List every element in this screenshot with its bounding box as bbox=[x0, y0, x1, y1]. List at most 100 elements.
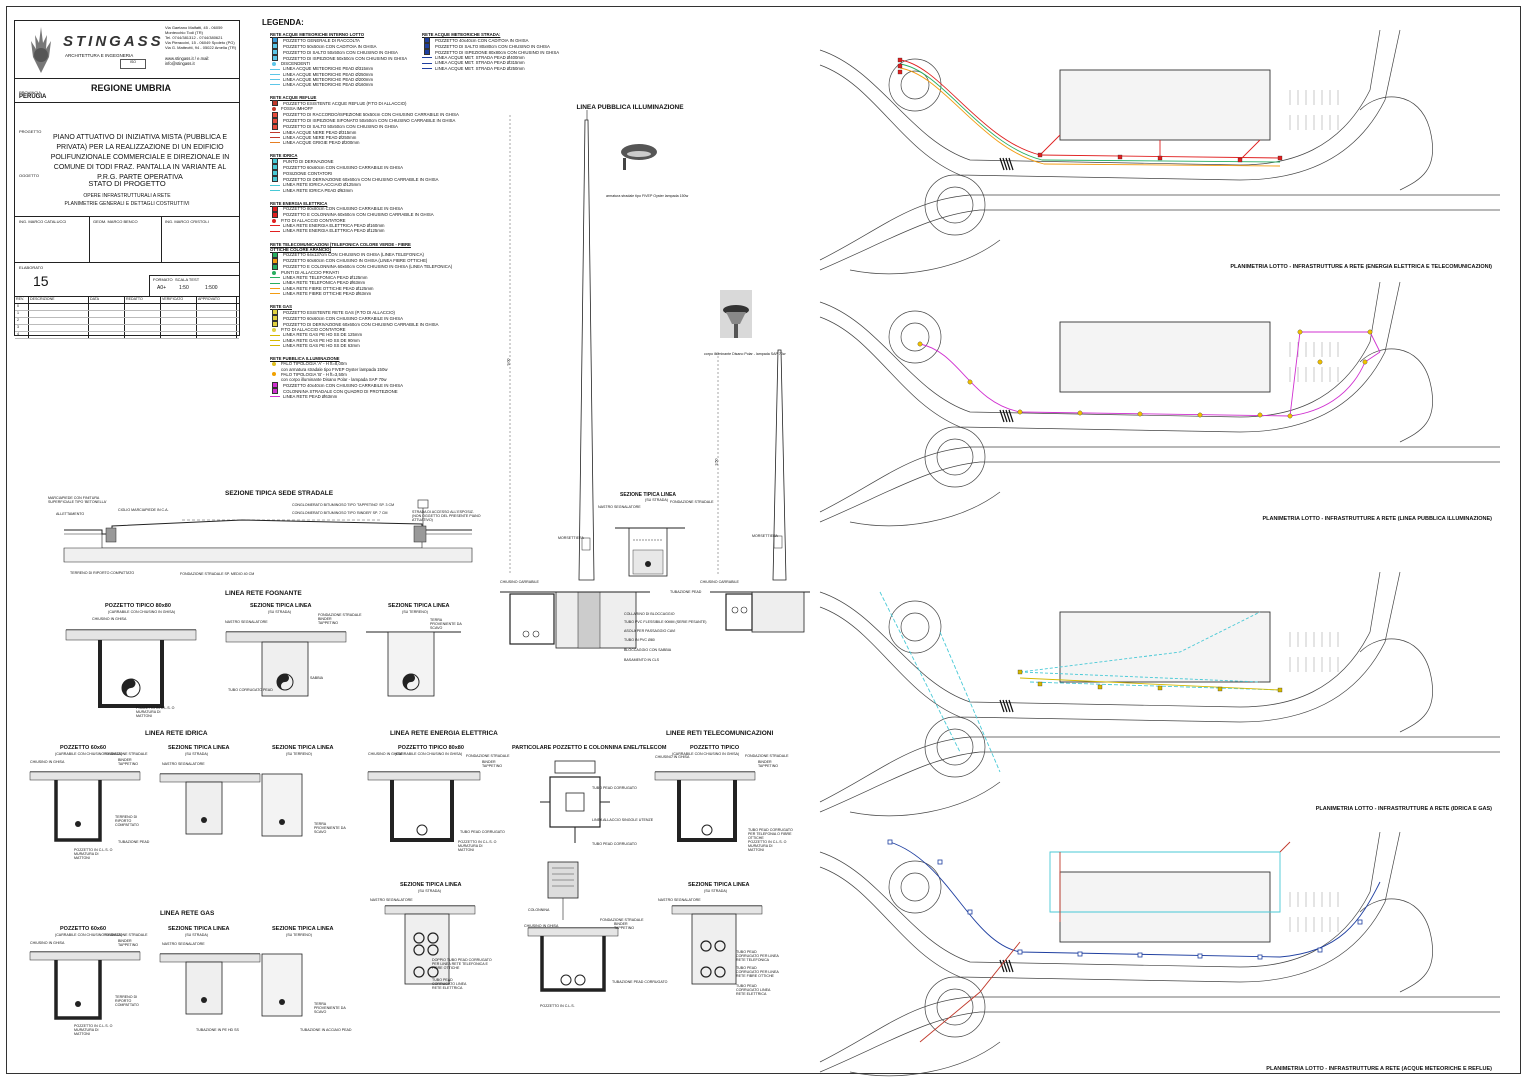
legend-item-label: POZZETTO DI RACCORDO/ISPEZIONE 50x50cm C… bbox=[283, 112, 459, 118]
legend-section-title: RETE TELECOMUNICAZIONI (TELEFONICA COLOR… bbox=[270, 241, 411, 252]
rev-cell bbox=[197, 325, 237, 331]
tlc-s-sub: (SU STRADA) bbox=[704, 889, 727, 893]
rev-cell bbox=[125, 325, 161, 331]
legend-item-label: LINEA RETE GAS PE HD SS DE 125mm bbox=[283, 332, 363, 338]
legend-box-icon bbox=[272, 49, 278, 56]
drawing-label: NASTRO SEGNALATORE bbox=[162, 942, 205, 946]
certification-badge: ISO bbox=[120, 59, 146, 69]
network-pozzetto bbox=[1317, 947, 1323, 953]
pole1-height: 9,00 bbox=[506, 358, 511, 366]
legend-box-icon bbox=[272, 309, 278, 316]
rev-cell bbox=[161, 325, 197, 331]
legend-item-label: POZZETTO 50x50cm CON CADITOIA IN GHISA bbox=[283, 43, 377, 49]
legend-item-label: LINEA ACQUE NERE PEAD Ø315mm bbox=[283, 129, 357, 135]
site-plan-elec bbox=[819, 29, 1500, 275]
elec-s-title: SEZIONE TIPICA LINEA bbox=[400, 882, 462, 888]
rev-row: 0 bbox=[15, 304, 239, 311]
light-pole-marker bbox=[1257, 412, 1263, 418]
legend-item: LINEA ACQUE GRIGIE PEAD Ø200mm bbox=[270, 140, 430, 145]
drawing-label: TERRA PROVENIENTE DA SCAVO bbox=[314, 822, 346, 834]
legend-line-icon bbox=[270, 230, 280, 232]
drawing-label: BINDER bbox=[482, 760, 496, 764]
water-drawings bbox=[29, 771, 303, 842]
legend-line-icon bbox=[270, 142, 280, 144]
legend-item-label: POZZETTO DI SALTO 80x80cm CON CHIUSINO I… bbox=[435, 43, 550, 49]
sewer-p1-title: POZZETTO TIPICO 80x80 bbox=[105, 603, 171, 609]
legend-box-icon bbox=[272, 321, 278, 328]
legend-item: LINEA ACQUE METEORICHE PEAD Ø200mm bbox=[270, 77, 430, 82]
drawing-label: BLOCCAGGIO CON SABBIA bbox=[624, 648, 672, 652]
network-pozzetto bbox=[1277, 155, 1283, 161]
rev-header-cell: REDATTO bbox=[125, 297, 161, 303]
enel-section-drawing bbox=[527, 861, 619, 992]
legend-item: LINEA RETE IDRICA PEAD Ø63mm bbox=[270, 188, 430, 193]
plan-title: PLANIMETRIA LOTTO - INFRASTRUTTURE A RET… bbox=[1315, 806, 1492, 812]
sheet-info-block: ELABORATO 15 FORMATO A0+ SCALA TEST 1:50… bbox=[15, 263, 239, 297]
format-label: FORMATO bbox=[153, 277, 173, 282]
drawing-label: BINDER bbox=[758, 760, 772, 764]
legend-item-label: POZZETTO DI ISPEZIONE SIFONATO 50x50cm C… bbox=[283, 118, 456, 124]
legend-item: LINEA RETE GAS PE HD SS DE 90mm bbox=[270, 338, 430, 343]
legend-item: LINEA RETE PEAD Ø63mm bbox=[270, 394, 430, 399]
legend-item-label: POZZETTO 60x60cm CON CHIUSINO IN GHISA (… bbox=[283, 258, 428, 264]
gas-s2-title: SEZIONE TIPICA LINEA bbox=[272, 926, 334, 932]
tlc-p-sub: (CARRABILE CON CHIUSINO IN GHISA) bbox=[672, 752, 740, 756]
drawing-label: CHIUSINO IN GHISA bbox=[30, 760, 65, 764]
drawing-label: POZZETTO IN C.L.S. O MURATURA DI MATTONI bbox=[74, 1024, 113, 1036]
drawing-label: TUBO PEAD CORRUGATO bbox=[592, 842, 637, 846]
legend-item: LINEA RETE GAS PE HD SS DE 125mm bbox=[270, 332, 430, 337]
firm-address: Via Pieraccini, 15 - 06049 Spoleto (PG) bbox=[165, 40, 235, 45]
legend-section-title: RETE PUBBLICA ILLUMINAZIONE bbox=[270, 356, 340, 362]
drawing-label: TERRA PROVENIENTE DA SCAVO bbox=[314, 1002, 346, 1014]
elec-p-title: POZZETTO TIPICO 80x80 bbox=[398, 745, 464, 751]
legend-item-label: LINEA ACQUE GRIGIE PEAD Ø200mm bbox=[283, 140, 360, 146]
legend-box-icon bbox=[272, 258, 278, 265]
legend-line-icon bbox=[270, 339, 280, 341]
legend-blank-icon bbox=[270, 367, 278, 371]
legend-box-icon bbox=[272, 37, 278, 44]
rev-cell bbox=[89, 318, 125, 324]
lamp1-label: armatura stradale tipo FIVEP Oyster lamp… bbox=[606, 194, 689, 198]
legend-box-icon bbox=[272, 111, 278, 118]
legend-item-label: PUNTI DI ALLACCIO PRIVATI bbox=[281, 270, 339, 276]
drawing-label: BINDER bbox=[118, 939, 132, 943]
drawing-label: CHIUSINO IN GHISA bbox=[655, 755, 690, 759]
drawing-label: BINDER bbox=[118, 758, 132, 762]
drawing-label: CHIUSINO IN GHISA bbox=[30, 941, 65, 945]
legend-item: PALO TIPOLOGIA 'B' - H ft=3,50m bbox=[270, 372, 430, 377]
legend-item-label: LINEA ACQUE METEORICHE PEAD Ø250mm bbox=[283, 71, 374, 77]
rev-cell bbox=[161, 311, 197, 317]
legend-item-label: PALO TIPOLOGIA 'B' - H ft=3,50m bbox=[281, 371, 347, 377]
legend-item: PALO TIPOLOGIA 'A' - H ft=8,00m bbox=[270, 361, 430, 366]
rev-cell bbox=[161, 318, 197, 324]
water-p-sub: (CARRABILE CON CHIUSINO IN GHISA) bbox=[55, 752, 123, 756]
drawing-label: POZZETTO IN C.L.S. O MURATURA DI MATTONI bbox=[74, 848, 113, 860]
legend-section-title: RETE IDRICA bbox=[270, 153, 298, 159]
legend-item: POZZETTO GENERALE DI RACCOLTA bbox=[270, 37, 430, 44]
legend-line-icon bbox=[270, 344, 280, 346]
drawing-label: TUBO PEAD CORRUGATO PER LINEA RETE FIBRE… bbox=[736, 966, 779, 978]
signature-2: GEOM. MARCO BENCO bbox=[93, 219, 138, 224]
firm-web[interactable]: www.stingass.it / e.mail: info@stingass.… bbox=[165, 56, 210, 66]
drawing-label: TAPPETINO bbox=[118, 762, 139, 766]
legend-box-icon bbox=[272, 158, 278, 165]
utility-network bbox=[879, 591, 1281, 773]
legend-line-icon bbox=[270, 292, 280, 294]
legend-item-label: POZZETTO 60x60cm CON CHIUSINO CARRABILE … bbox=[283, 164, 404, 170]
drawing-label: CONGLOMERATO BITUMINOSO TIPO 'TAPPETINO'… bbox=[292, 503, 395, 507]
drawing-label: TERRENO DI RIPORTO COMPATTATO bbox=[70, 571, 135, 575]
legend-item: POZZETTO DI SALTO 50x50cm CON CHIUSINO I… bbox=[270, 123, 430, 130]
rev-cell bbox=[29, 318, 89, 324]
light-pole-marker bbox=[1197, 412, 1203, 418]
legend-box-icon bbox=[424, 37, 430, 44]
legend-box-icon bbox=[272, 388, 278, 395]
sewer-s2-sub: (SU TERRENO) bbox=[402, 610, 428, 614]
rev-cell bbox=[197, 311, 237, 317]
object-line1: OPERE INFRASTRUTTURALI A RETE bbox=[83, 193, 171, 199]
legend-line-icon bbox=[422, 67, 432, 69]
legend-item: POZZETTO 60x60cm CON CHIUSINO CARRABILE … bbox=[270, 315, 430, 322]
plan-title: PLANIMETRIA LOTTO - INFRASTRUTTURE A RET… bbox=[1262, 516, 1492, 522]
enel-title: PARTICOLARE POZZETTO E COLONNINA ENEL/TE… bbox=[512, 745, 667, 751]
drawing-label: FONDAZIONE STRADALE bbox=[466, 754, 510, 758]
